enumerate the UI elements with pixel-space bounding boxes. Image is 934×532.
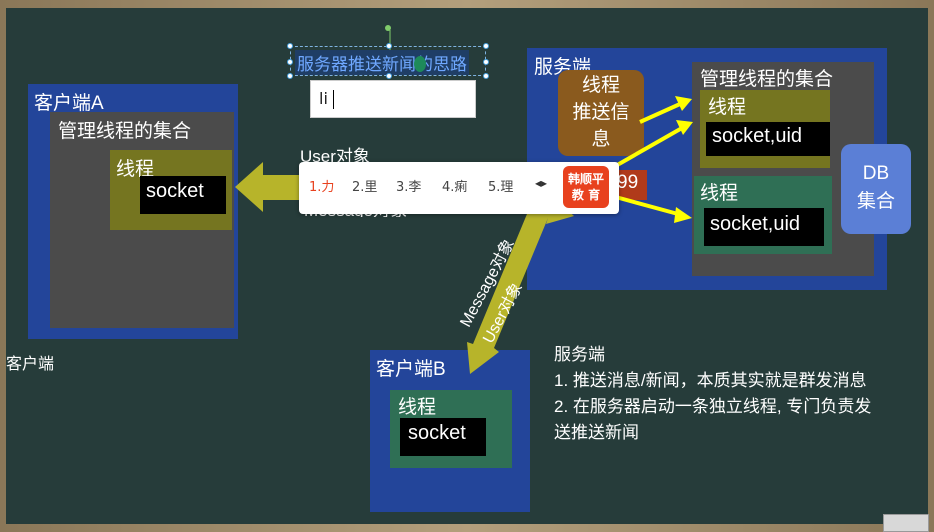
ime-composition-input[interactable]: li xyxy=(310,80,476,118)
resize-handle-br[interactable] xyxy=(483,73,489,79)
client-a-box: 客户端A 管理线程的集合 线程 socket xyxy=(28,84,238,339)
client-b-box: 客户端B 线程 socket xyxy=(370,350,530,512)
resize-handle-ml[interactable] xyxy=(287,59,293,65)
client-b-title: 客户端B xyxy=(376,359,446,380)
ime-candidate-3[interactable]: 3.李 xyxy=(396,180,422,195)
client-a-socket: socket xyxy=(140,176,226,214)
resize-handle-mr[interactable] xyxy=(483,59,489,65)
server-thread-2: 线程 socket,uid xyxy=(694,176,832,254)
client-b-thread: 线程 socket xyxy=(390,390,512,468)
client-b-thread-label: 线程 xyxy=(398,397,437,418)
title-textbox[interactable]: 服务器推送新闻的思路 xyxy=(287,43,489,79)
client-a-socket-label: socket xyxy=(146,180,204,202)
server-thread-2-socket: socket,uid xyxy=(704,208,824,246)
server-thread-2-socket-label: socket,uid xyxy=(710,213,801,235)
server-thread-set: 管理线程的集合 线程 socket,uid 线程 socket,uid xyxy=(692,62,874,276)
resize-handle-tr[interactable] xyxy=(483,43,489,49)
client-a-left-arrow xyxy=(235,162,300,212)
ime-composition-text: li xyxy=(319,89,328,108)
resize-handle-tm[interactable] xyxy=(386,43,392,49)
client-a-set-label: 管理线程的集合 xyxy=(58,121,192,142)
ime-page-nav-icon[interactable]: ◂▸ xyxy=(535,176,548,190)
db-box: DB 集合 xyxy=(841,144,911,234)
resize-handle-tl[interactable] xyxy=(287,43,293,49)
client-side-label: 客户端 xyxy=(6,356,55,373)
client-b-diagonal-arrow xyxy=(467,198,574,374)
client-a-title: 客户端A xyxy=(34,93,104,114)
label-user-object: User对象 xyxy=(300,147,370,166)
ime-logo: 韩顺平 教 育 xyxy=(563,166,609,208)
resize-handle-bl[interactable] xyxy=(287,73,293,79)
client-b-socket-label: socket xyxy=(408,422,466,444)
ime-candidate-2[interactable]: 2.里 xyxy=(352,180,378,195)
ime-caret xyxy=(333,90,334,109)
notes-title: 服务端 xyxy=(554,345,605,364)
ime-candidate-1[interactable]: 1.力 xyxy=(309,180,335,195)
client-a-thread-label: 线程 xyxy=(116,159,155,180)
server-thread-1-label: 线程 xyxy=(708,97,747,118)
server-thread-1: 线程 socket,uid xyxy=(700,90,830,168)
server-thread-2-label: 线程 xyxy=(700,183,739,204)
server-set-label: 管理线程的集合 xyxy=(700,69,834,90)
notes-line-2: 2. 在服务器启动一条独立线程, 专门负责发 xyxy=(554,397,872,416)
server-thread-1-socket-label: socket,uid xyxy=(712,125,803,147)
ime-candidate-bar: 1.力 2.里 3.李 4.痢 5.理 ◂▸ 韩顺平 教 育 xyxy=(299,162,619,214)
push-thread-box: 线程 推送信 息 xyxy=(558,70,644,156)
text-cursor-icon xyxy=(414,56,426,72)
notes-line-1: 1. 推送消息/新闻，本质其实就是群发消息 xyxy=(554,371,867,390)
ime-candidate-4[interactable]: 4.痢 xyxy=(442,180,468,195)
notes-line-3: 送推送新闻 xyxy=(554,423,639,442)
server-thread-1-socket: socket,uid xyxy=(706,122,830,156)
ime-candidate-5[interactable]: 5.理 xyxy=(488,180,514,195)
client-a-thread-set: 管理线程的集合 线程 socket xyxy=(50,112,234,328)
ime-logo-text: 韩顺平 教 育 xyxy=(567,172,604,202)
board-corner-control[interactable] xyxy=(883,514,929,532)
port-fragment: 99 xyxy=(617,172,639,193)
push-thread-label: 线程 推送信 息 xyxy=(572,75,630,150)
db-label: DB 集合 xyxy=(856,163,895,212)
client-b-socket: socket xyxy=(400,418,486,456)
client-a-thread: 线程 socket xyxy=(110,150,232,230)
resize-handle-bm[interactable] xyxy=(386,73,392,79)
title-text: 服务器推送新闻的思路 xyxy=(295,50,469,75)
